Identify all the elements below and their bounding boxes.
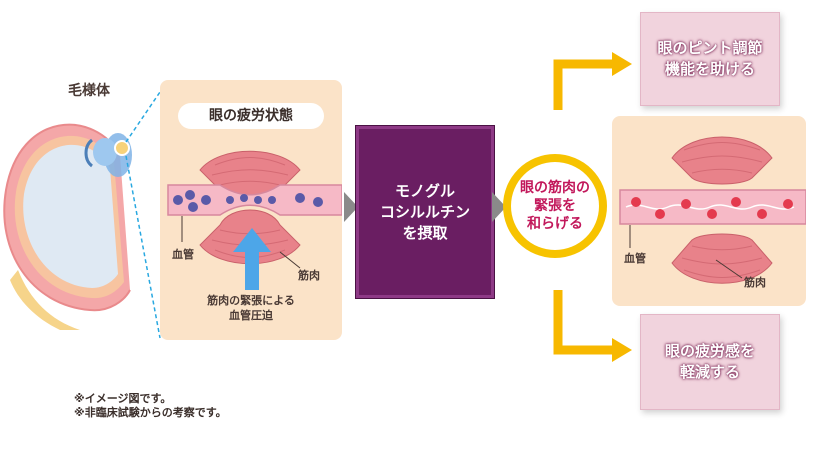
compressed-vessel-diagram	[167, 150, 342, 290]
effect-text: 眼の筋肉の 緊張を 和らげる	[511, 162, 599, 250]
result-1-line-1: 眼のピント調節	[657, 39, 763, 57]
effect-circle: 眼の筋肉の 緊張を 和らげる	[503, 154, 607, 258]
result-focus-support: 眼のピント調節 機能を助ける	[640, 12, 780, 106]
left-muscle-label: 筋肉	[298, 269, 320, 282]
process-line-2: コシルルチン	[379, 202, 470, 221]
fatigue-state-title: 眼の疲労状態	[178, 103, 324, 129]
branch-arrows	[553, 52, 632, 362]
chevron-right-icon	[492, 192, 506, 222]
effect-line-2: 緊張を	[534, 198, 576, 214]
left-vessel-label: 血管	[172, 248, 194, 261]
intake-process-box: モノグル コシルルチン を摂取	[355, 125, 495, 299]
compression-caption: 筋肉の緊張による 血管圧迫	[196, 293, 306, 323]
zoom-lines	[125, 91, 161, 339]
result-fatigue-relief: 眼の疲労感を 軽減する	[640, 314, 780, 410]
relaxed-vessel-diagram	[619, 136, 806, 284]
footnote-1: ※イメージ図です。	[74, 392, 172, 405]
chevron-right-icon	[344, 192, 358, 222]
eye-illustration	[0, 100, 140, 330]
right-vessel-label: 血管	[624, 252, 646, 265]
ciliary-body-label: 毛様体	[68, 83, 110, 99]
footnotes: ※イメージ図です。 ※非臨床試験からの考察です。	[74, 392, 227, 420]
effect-line-1: 眼の筋肉の	[520, 180, 590, 196]
process-line-1: モノグル	[394, 181, 455, 200]
result-1-line-2: 機能を助ける	[664, 60, 755, 78]
compression-caption-line1: 筋肉の緊張による	[207, 294, 295, 307]
process-line-3: を摂取	[402, 223, 448, 242]
compression-caption-line2: 血管圧迫	[229, 309, 273, 322]
result-2-line-2: 軽減する	[679, 363, 740, 381]
footnote-2: ※非臨床試験からの考察です。	[74, 406, 227, 419]
result-2-line-1: 眼の疲労感を	[664, 342, 755, 360]
effect-line-3: 和らげる	[527, 216, 583, 232]
right-muscle-label: 筋肉	[744, 276, 766, 289]
